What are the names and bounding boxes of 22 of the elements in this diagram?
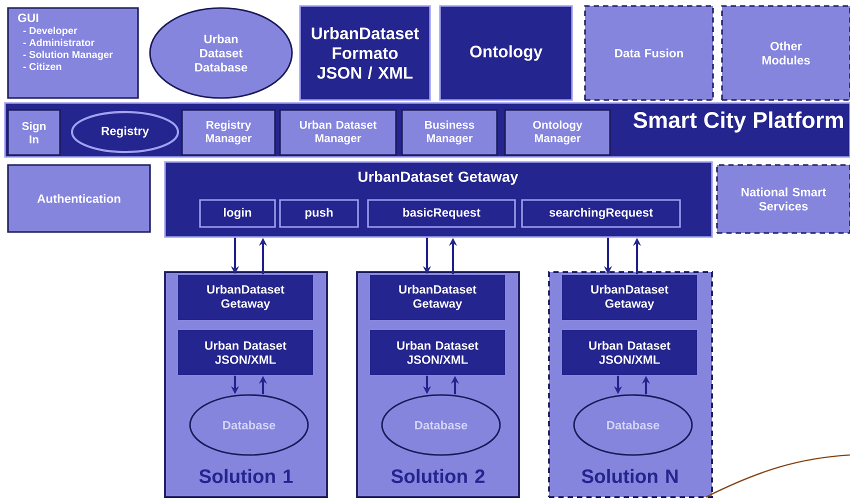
module-box: Urban Dataset Manager: [279, 109, 397, 156]
format-box: UrbanDataset Formato JSON / XML: [299, 5, 431, 101]
gateway-box: UrbanDataset Getaway: [178, 275, 313, 320]
ontology-box: Ontology: [439, 5, 573, 101]
module-box: Ontology Manager: [504, 109, 611, 156]
module-box: Data Fusion: [584, 5, 714, 101]
gateway-box: UrbanDataset Getaway: [562, 275, 697, 320]
module-box: Business Manager: [401, 109, 498, 156]
sign-in-box: Sign In: [7, 109, 61, 156]
method-box: login: [199, 199, 276, 228]
method-box: push: [279, 199, 359, 228]
gateway-box: UrbanDataset Getaway: [370, 275, 505, 320]
gui-box: GUI - Developer - Administrator - Solution Manager - Citizen: [7, 7, 139, 99]
method-box: searchingRequest: [521, 199, 681, 228]
format-box: Urban Dataset JSON/XML: [178, 330, 313, 375]
format-box: Urban Dataset JSON/XML: [562, 330, 697, 375]
module-box: Registry Manager: [181, 109, 276, 156]
authentication-box: Authentication: [7, 164, 151, 233]
services-box: National Smart Services: [716, 164, 850, 234]
module-box: Other Modules: [721, 5, 850, 101]
method-box: basicRequest: [367, 199, 516, 228]
format-box: Urban Dataset JSON/XML: [370, 330, 505, 375]
